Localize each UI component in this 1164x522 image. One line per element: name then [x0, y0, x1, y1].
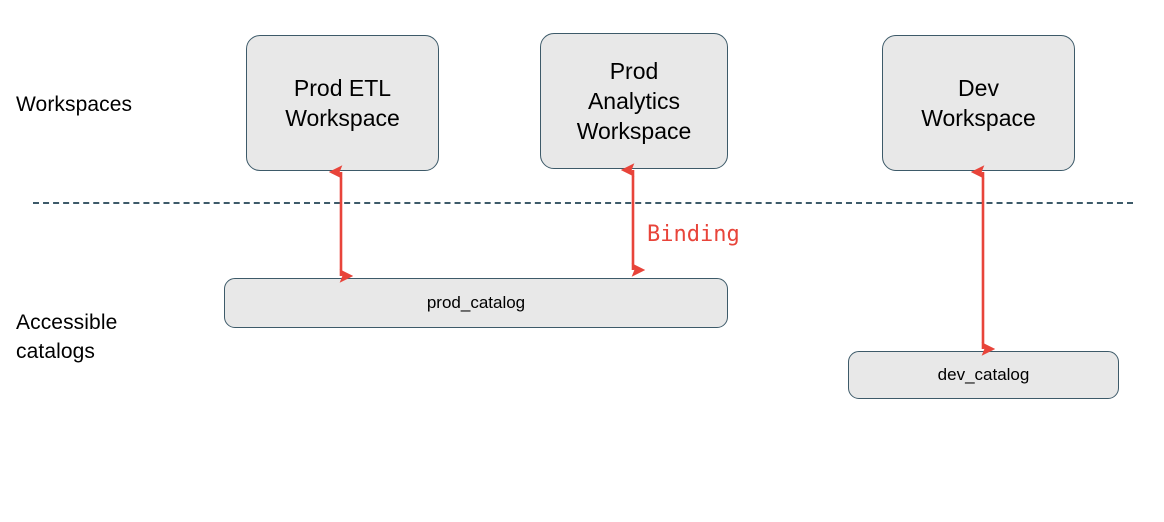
connector-prod-analytics-to-prod-catalog	[620, 163, 646, 277]
node-dev-catalog[interactable]: dev_catalog	[848, 351, 1119, 399]
node-prod-catalog[interactable]: prod_catalog	[224, 278, 728, 328]
binding-annotation-label: Binding	[647, 222, 740, 247]
row-label-workspaces: Workspaces	[16, 93, 133, 116]
connector-dev-to-dev-catalog	[970, 165, 996, 356]
connector-prod-etl-to-prod-catalog	[328, 165, 354, 283]
row-label-accessible-catalogs: Accessible catalogs	[16, 311, 118, 363]
node-prod-etl-workspace[interactable]: Prod ETL Workspace	[246, 35, 439, 171]
workspace-catalog-divider	[33, 202, 1133, 204]
node-prod-analytics-workspace[interactable]: Prod Analytics Workspace	[540, 33, 728, 169]
node-dev-workspace[interactable]: Dev Workspace	[882, 35, 1075, 171]
